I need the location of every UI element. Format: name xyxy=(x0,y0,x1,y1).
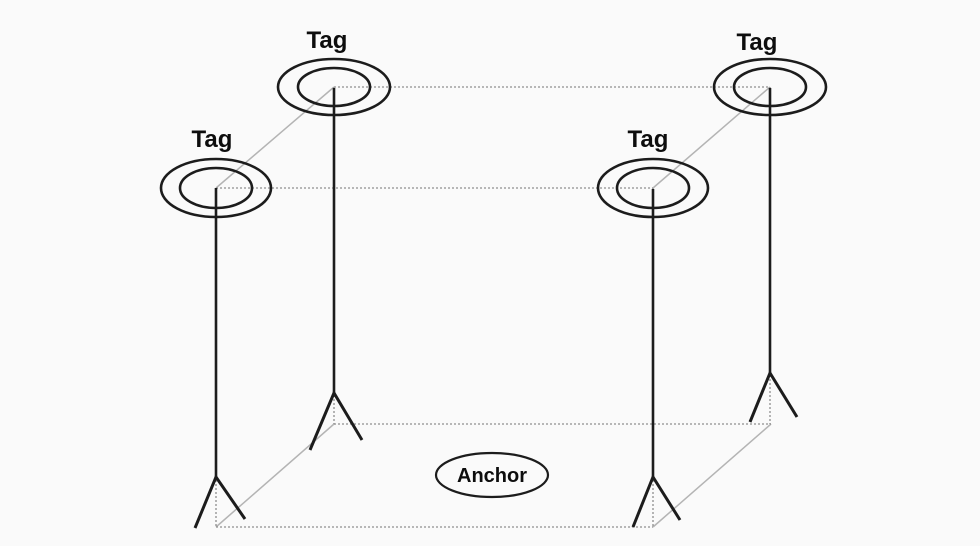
tag-label: Tag xyxy=(192,126,233,153)
anchor-ellipse xyxy=(434,451,550,499)
anchor-label: Anchor xyxy=(457,465,527,487)
antenna-rings-icon xyxy=(276,57,392,117)
tag-label: Tag xyxy=(628,126,669,153)
antenna-inner-ring xyxy=(296,66,372,108)
antenna-rings-icon xyxy=(712,57,828,117)
antenna-outer-ring xyxy=(712,57,828,117)
antenna-outer-ring xyxy=(159,157,273,219)
tag-node-back-left: Tag xyxy=(276,27,392,451)
tag-node-front-left: Tag xyxy=(159,126,273,529)
tripod-icon xyxy=(193,473,247,529)
tag-label: Tag xyxy=(737,29,778,56)
antenna-outer-ring xyxy=(596,157,710,219)
tag-label: Tag xyxy=(307,27,348,54)
tripod-icon xyxy=(631,473,682,528)
antenna-rings-icon xyxy=(159,157,273,219)
tripod-icon xyxy=(308,389,364,451)
tag-node-back-right: Tag xyxy=(712,29,828,423)
tag-node-front-right: Tag xyxy=(596,126,710,528)
tripod-icon xyxy=(748,369,799,423)
antenna-inner-ring xyxy=(615,166,691,210)
antenna-rings-icon xyxy=(596,157,710,219)
antenna-outer-ring xyxy=(276,57,392,117)
antenna-inner-ring xyxy=(178,166,254,210)
anchor-node: Anchor xyxy=(434,451,550,499)
antenna-inner-ring xyxy=(732,66,808,108)
